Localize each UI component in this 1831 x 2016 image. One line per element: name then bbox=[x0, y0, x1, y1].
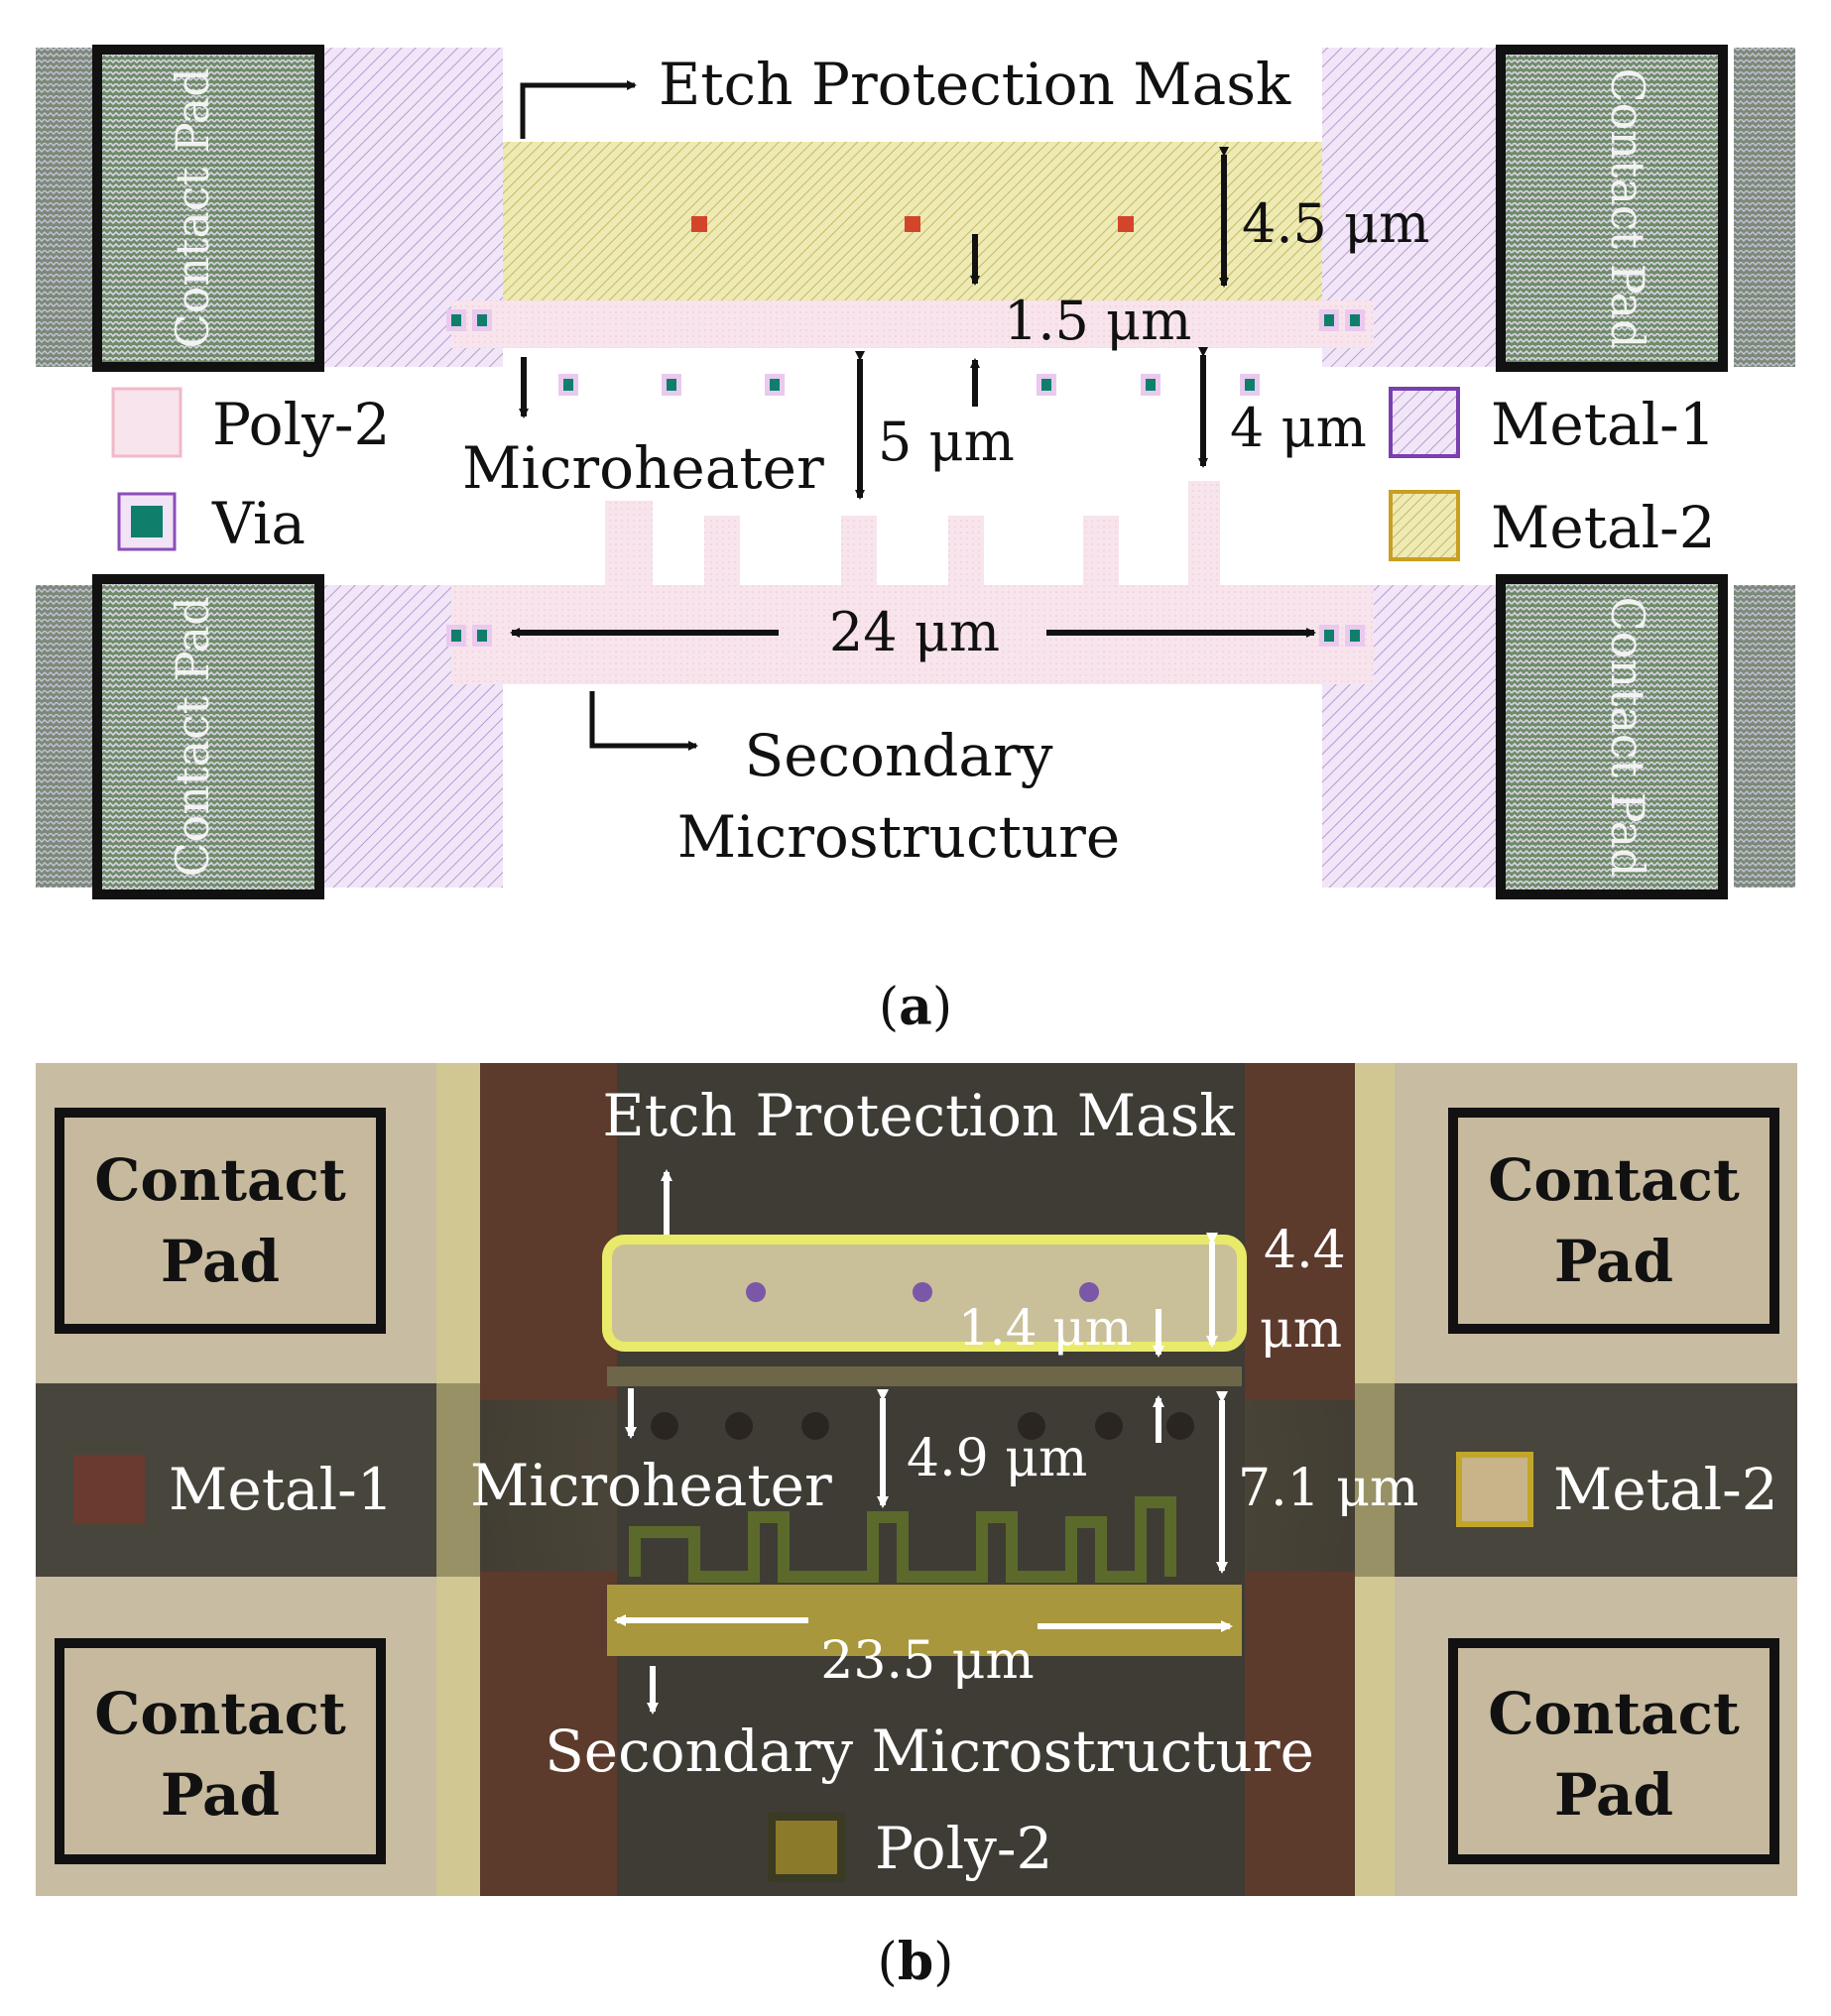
contact-pad-label: Contact Pad bbox=[1601, 596, 1654, 877]
contact-pad-b-bottom-right: Contact Pad bbox=[1448, 1638, 1779, 1864]
caption-b-letter: b bbox=[897, 1932, 934, 1992]
legend-label-poly2-b: Poly-2 bbox=[875, 1815, 1052, 1882]
secondary-label-line1: Secondary bbox=[744, 722, 1052, 789]
contact-pad-label: Contact Pad bbox=[166, 596, 219, 877]
contact-pad-label-line2: Pad bbox=[161, 1761, 280, 1829]
legend-swatch-poly2 bbox=[111, 387, 183, 458]
legend-label-metal2-b: Metal-2 bbox=[1553, 1456, 1778, 1523]
mask-spot bbox=[746, 1282, 766, 1302]
legend-swatch-poly2-b bbox=[768, 1813, 845, 1882]
mask-height-label-b-line1: 4.4 bbox=[1264, 1221, 1346, 1280]
poly-bar-photo bbox=[607, 1366, 1242, 1386]
contact-pad-b-top-right: Contact Pad bbox=[1448, 1108, 1779, 1334]
legend-label-metal2: Metal-2 bbox=[1491, 494, 1716, 561]
metal1-column-right-bottom bbox=[1245, 1572, 1355, 1896]
microheater-comb bbox=[605, 481, 1220, 585]
metal1-column-left bbox=[480, 1063, 617, 1400]
contact-pad-a-top-right: Contact Pad bbox=[1496, 45, 1728, 372]
etch-mask-label-b: Etch Protection Mask bbox=[602, 1082, 1235, 1149]
mask-dot bbox=[691, 216, 707, 232]
inner-column bbox=[617, 1063, 1245, 1896]
heater-gap2-label: 4 μm bbox=[1230, 397, 1367, 459]
mask-height-label: 4.5 μm bbox=[1242, 192, 1429, 255]
metal1-column-right bbox=[1245, 1063, 1355, 1400]
panel-a-layout: Contact Pad Contact Pad Contact Pad Cont… bbox=[36, 45, 1795, 899]
legend-label-poly2: Poly-2 bbox=[212, 391, 390, 458]
heater-gap-label-b: 4.9 μm bbox=[907, 1429, 1087, 1488]
legend-swatch-metal2-b bbox=[1456, 1452, 1533, 1527]
contact-pad-label: Contact Pad bbox=[166, 67, 219, 348]
width-label-b: 23.5 μm bbox=[820, 1631, 1034, 1691]
left-outer-pad-bottom bbox=[36, 585, 97, 888]
microheater-label: Microheater bbox=[462, 434, 824, 502]
contact-pad-a-bottom-left: Contact Pad bbox=[92, 574, 324, 899]
via-row bbox=[446, 309, 1365, 647]
glow-edge-left bbox=[436, 1063, 480, 1896]
right-outer-pad-bottom bbox=[1734, 585, 1795, 888]
etch-mask-label: Etch Protection Mask bbox=[659, 51, 1291, 118]
mask-spot bbox=[1079, 1282, 1099, 1302]
contact-pad-label-line2: Pad bbox=[1554, 1228, 1673, 1295]
poly2-upper-bar bbox=[451, 300, 1374, 348]
contact-pad-a-top-left: Contact Pad bbox=[92, 45, 324, 372]
contact-pad-label-line2: Pad bbox=[1554, 1761, 1673, 1829]
via-dots-photo bbox=[651, 1412, 1194, 1440]
caption-b: (b) bbox=[877, 1932, 954, 1992]
contact-pad-label-line2: Pad bbox=[161, 1228, 280, 1295]
left-outer-pad-top bbox=[36, 48, 97, 367]
microheater-serpentine bbox=[629, 1496, 1176, 1583]
mask-spot bbox=[913, 1282, 932, 1302]
contact-pad-label-line1: Contact bbox=[1488, 1680, 1740, 1747]
right-outer-pad-top bbox=[1734, 48, 1795, 367]
gap-label-b: 1.4 μm bbox=[958, 1299, 1132, 1357]
contact-pad-label-line1: Contact bbox=[94, 1146, 346, 1214]
etch-mask-pointer-arrow bbox=[520, 80, 637, 139]
contact-pad-b-top-left: Contact Pad bbox=[55, 1108, 386, 1334]
mask-height-label-b-line2: μm bbox=[1260, 1300, 1342, 1360]
mask-dot bbox=[1118, 216, 1134, 232]
mask-dot bbox=[905, 216, 920, 232]
secondary-label-b: Secondary Microstructure bbox=[545, 1718, 1314, 1785]
heater-gap2-label-b: 7.1 μm bbox=[1238, 1459, 1418, 1518]
legend-swatch-via bbox=[117, 492, 177, 551]
width-label: 24 μm bbox=[829, 601, 1000, 663]
contact-pad-label-line1: Contact bbox=[94, 1680, 346, 1747]
metal1-column-left-bottom bbox=[480, 1572, 617, 1896]
heater-gap-label: 5 μm bbox=[878, 411, 1015, 473]
glow-edge-right bbox=[1355, 1063, 1395, 1896]
caption-a: (a) bbox=[878, 977, 953, 1037]
legend-label-metal1-b: Metal-1 bbox=[169, 1456, 394, 1523]
contact-pad-label-line1: Contact bbox=[1488, 1146, 1740, 1214]
panel-b-micrograph: Contact Pad Contact Pad Contact Pad Cont… bbox=[36, 1063, 1797, 1896]
microheater-label-b: Microheater bbox=[470, 1452, 832, 1519]
caption-a-letter: a bbox=[899, 977, 932, 1037]
contact-pad-b-bottom-left: Contact Pad bbox=[55, 1638, 386, 1864]
legend-swatch-metal1-b bbox=[73, 1455, 145, 1524]
legend-label-via: Via bbox=[211, 490, 305, 557]
legend-swatch-metal1 bbox=[1389, 387, 1460, 458]
legend-label-metal1: Metal-1 bbox=[1491, 391, 1716, 458]
contact-pad-a-bottom-right: Contact Pad bbox=[1496, 574, 1728, 899]
contact-pad-label: Contact Pad bbox=[1601, 67, 1654, 348]
secondary-pointer-arrow bbox=[589, 691, 698, 751]
gap-label: 1.5 μm bbox=[1004, 290, 1191, 352]
secondary-label-line2: Microstructure bbox=[677, 803, 1120, 871]
legend-swatch-metal2 bbox=[1389, 490, 1460, 561]
